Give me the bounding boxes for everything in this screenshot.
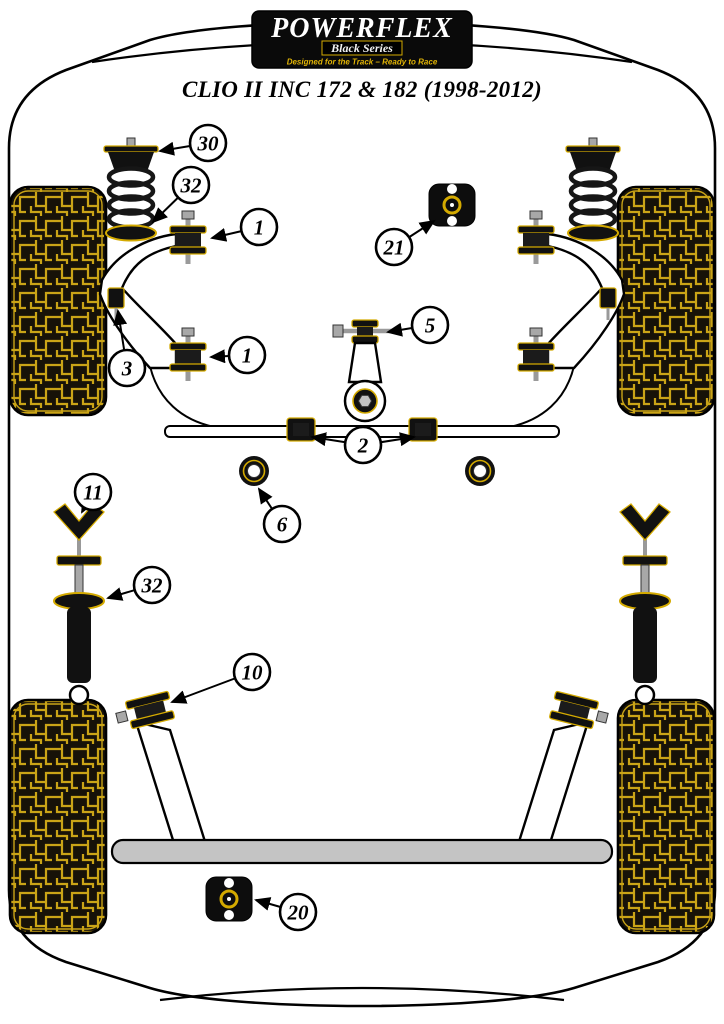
svg-text:1: 1	[242, 344, 253, 368]
washer-left	[239, 456, 269, 486]
front-left-tire	[8, 185, 108, 417]
callout-32: 32	[132, 565, 172, 605]
svg-text:2: 2	[357, 434, 369, 458]
rear-left-tire	[8, 698, 108, 935]
strut-top-bolt	[126, 137, 136, 147]
svg-text:32: 32	[141, 574, 164, 598]
callout-5: 5	[410, 305, 450, 345]
rear-screen-line	[159, 986, 565, 1002]
svg-text:5: 5	[425, 314, 436, 338]
shock-body	[67, 607, 91, 683]
svg-text:32: 32	[180, 174, 203, 198]
callout-6: 6	[262, 504, 302, 544]
powerflex-logo: POWERFLEX Black Series Designed for the …	[251, 10, 473, 69]
callout-32: 32	[171, 165, 211, 205]
trailing-arm-bush	[115, 690, 175, 730]
callout-3: 3	[107, 348, 147, 388]
callout-20: 20	[278, 892, 318, 932]
engine-mount-dogbone	[332, 319, 392, 423]
callout-2: 2	[343, 425, 383, 465]
logo-brand-text: POWERFLEX	[270, 13, 453, 44]
svg-text:10: 10	[242, 661, 264, 685]
gearbox-mount	[428, 183, 476, 227]
page-title: CLIO II INC 172 & 182 (1998-2012)	[182, 77, 542, 102]
callout-1: 1	[239, 207, 279, 247]
washer-right	[465, 456, 495, 486]
svg-text:6: 6	[277, 513, 288, 537]
callout-21: 21	[374, 227, 414, 267]
arm-outer-bush	[107, 287, 125, 309]
black-series-badge	[321, 40, 403, 56]
callout-30: 30	[188, 123, 228, 163]
rear-right-tire	[616, 698, 716, 935]
svg-text:21: 21	[383, 236, 405, 260]
logo-tagline-text: Designed for the Track – Ready to Race	[287, 58, 438, 67]
top-mount	[103, 145, 159, 153]
callout-10: 10	[232, 652, 272, 692]
front-left-suspension	[98, 137, 206, 381]
svg-text:11: 11	[83, 481, 103, 505]
svg-text:30: 30	[197, 132, 220, 156]
rear-beam	[110, 838, 614, 865]
spring-isolator	[105, 224, 157, 242]
shock-eye	[68, 684, 90, 706]
callout-1: 1	[227, 335, 267, 375]
rear-left-suspension	[53, 503, 209, 858]
svg-text:3: 3	[121, 357, 133, 381]
spring-seat	[53, 592, 105, 610]
svg-text:1: 1	[254, 216, 265, 240]
svg-text:20: 20	[287, 901, 310, 925]
callout-11: 11	[73, 472, 113, 512]
mount-nut	[357, 394, 373, 408]
rear-beam-mount	[205, 876, 253, 922]
front-right-tire	[616, 185, 716, 417]
logo-series-text: Black Series	[330, 41, 393, 55]
